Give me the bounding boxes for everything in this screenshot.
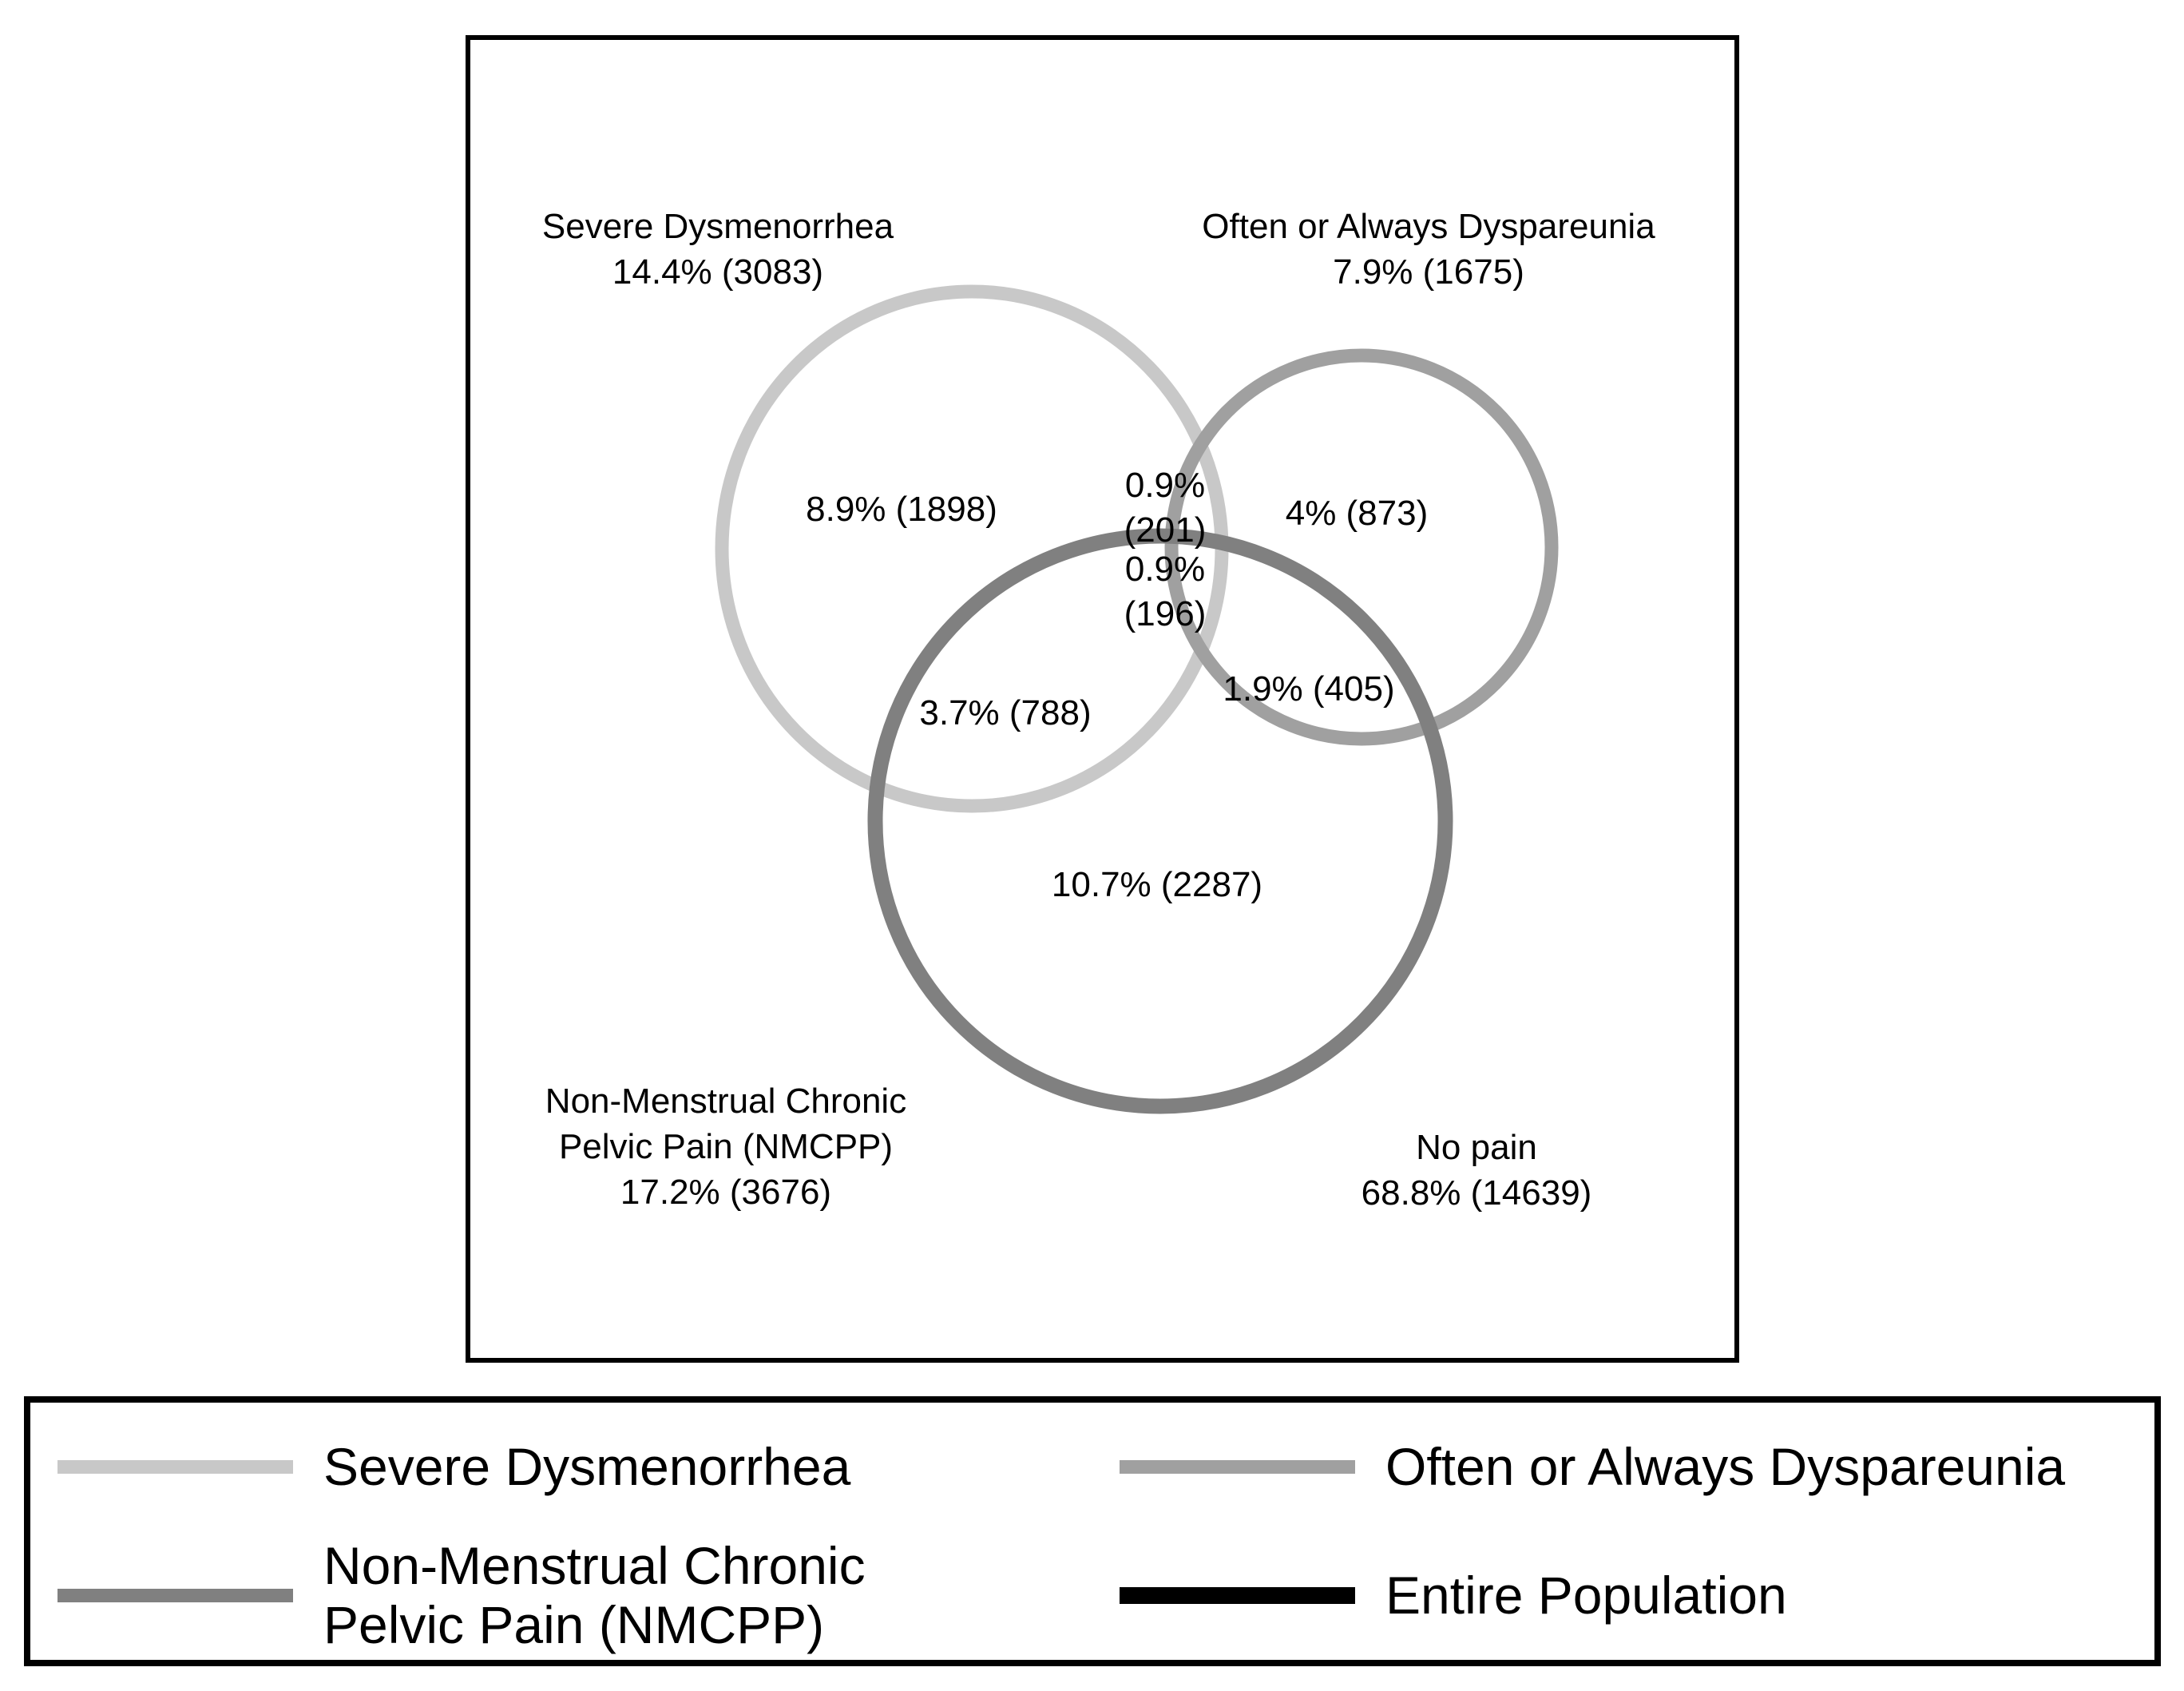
entire-population-frame: Severe Dysmenorrhea 14.4% (3083) Often o… [466,35,1739,1363]
region-value-dysmenorrhea-dyspareunia: 0.9% (201) [1124,466,1207,550]
set-label-dyspareunia: Often or Always Dyspareunia 7.9% (1675) [1202,207,1655,292]
region-value-dyspareunia-only: 4% (873) [1285,494,1429,533]
legend-swatch-severe-dysmenorrhea [57,1460,293,1474]
set-label-nmcpp: Non-Menstrual Chronic Pelvic Pain (NMCPP… [545,1082,907,1213]
region-value-dysmenorrhea-only: 8.9% (1898) [806,490,997,529]
legend-swatch-nmcpp [57,1589,293,1602]
legend-label-nmcpp: Non-Menstrual Chronic Pelvic Pain (NMCPP… [323,1535,866,1654]
region-value-nmcpp-only: 10.7% (2287) [1051,865,1263,904]
set-label-no-pain: No pain 68.8% (14639) [1361,1128,1592,1213]
venn-circles-svg [715,284,1559,1114]
legend-item-entire-population[interactable]: Entire Population [1092,1566,2154,1626]
legend-item-dyspareunia[interactable]: Often or Always Dyspareunia [1092,1436,2154,1497]
legend: Severe Dysmenorrhea Often or Always Dysp… [24,1396,2161,1666]
region-value-dyspareunia-nmcpp: 1.9% (405) [1223,669,1395,709]
legend-grid: Severe Dysmenorrhea Often or Always Dysp… [30,1403,2154,1660]
legend-swatch-entire-population [1120,1587,1355,1604]
legend-swatch-dyspareunia [1120,1460,1355,1474]
legend-label-severe-dysmenorrhea: Severe Dysmenorrhea [323,1436,851,1496]
legend-item-severe-dysmenorrhea[interactable]: Severe Dysmenorrhea [30,1436,1092,1497]
circle-nmcpp [867,528,1453,1114]
venn-area: Severe Dysmenorrhea 14.4% (3083) Often o… [470,40,1734,1358]
legend-label-entire-population: Entire Population [1385,1565,1787,1625]
legend-item-nmcpp[interactable]: Non-Menstrual Chronic Pelvic Pain (NMCPP… [30,1535,1092,1655]
circle-dyspareunia [1164,348,1559,746]
set-label-severe-dysmenorrhea: Severe Dysmenorrhea 14.4% (3083) [541,207,894,292]
region-value-all-three: 0.9% (196) [1124,550,1207,634]
legend-label-dyspareunia: Often or Always Dyspareunia [1385,1436,2066,1496]
region-value-dysmenorrhea-nmcpp: 3.7% (788) [919,693,1092,732]
